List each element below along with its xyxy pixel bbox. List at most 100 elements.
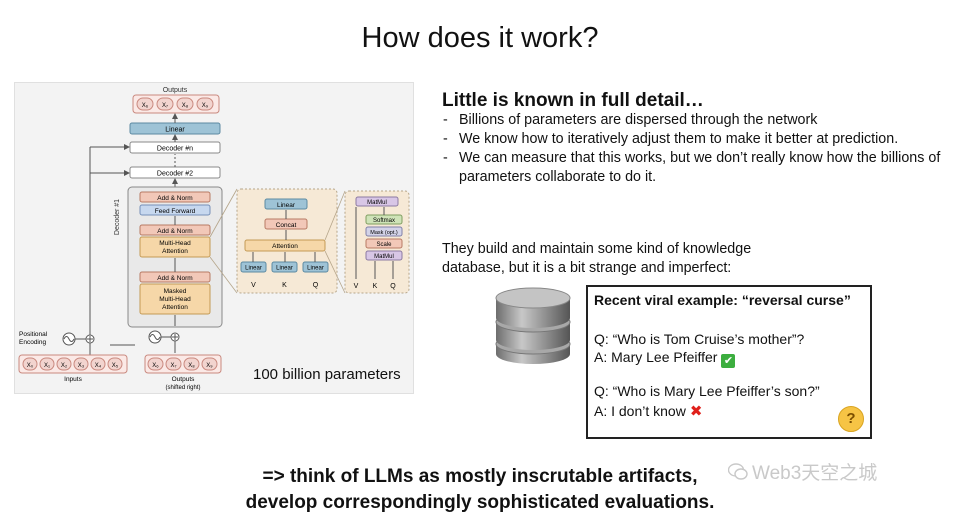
output-tokens: X₆ X₇ X₈ X₉ — [136, 97, 214, 111]
sdpa-matmul-top — [355, 196, 399, 207]
sdpa-mask-label: Mask (opt.) — [370, 230, 398, 236]
zoom2-k-label: K — [373, 283, 378, 290]
outputs-bottom-label: Outputs — [172, 376, 196, 383]
answer-2: A: I don’t know — [594, 403, 686, 419]
positional-label-2: Encoding — [19, 339, 46, 346]
sdpa-scale-label: Scale — [376, 242, 392, 248]
mha-label-2: Attention — [162, 248, 188, 255]
zoom1-q-label: Q — [313, 282, 319, 289]
wechat-icon — [728, 463, 748, 480]
zoom-concat-label: Concat — [276, 222, 297, 229]
decoder-2-label: Decoder #2 — [157, 171, 193, 178]
zoom1-v-label: V — [251, 282, 256, 289]
conclusion-line-2: develop correspondingly sophisticated ev… — [245, 492, 715, 513]
output-token — [156, 97, 174, 111]
bullet-item: We know how to iteratively adjust them t… — [442, 130, 947, 149]
conclusion: => think of LLMs as mostly inscrutable a… — [0, 464, 960, 516]
output-token-label: X₇ — [162, 103, 168, 109]
feed-forward-layer — [139, 204, 211, 216]
input-token-label: X₁ — [44, 363, 50, 369]
input-token — [56, 357, 72, 371]
zoom2-v-label: V — [354, 283, 359, 290]
shifted-tokens: X₆ X₇ X₈ X₉ — [147, 357, 218, 371]
answer-1: A: Mary Lee Pfeiffer — [594, 349, 718, 365]
sdpa-scale — [365, 238, 403, 249]
section-heading: Little is known in full detail… — [442, 90, 704, 111]
shifted-token-label: X₉ — [206, 363, 213, 369]
example-title: Recent viral example: “reversal curse” — [594, 292, 851, 308]
sdpa-softmax-label: Softmax — [373, 218, 395, 224]
answer-1-row: A: Mary Lee Pfeiffer✔ — [594, 349, 736, 368]
masked-label-2: Multi-Head — [159, 296, 191, 303]
shifted-token — [165, 357, 182, 371]
outputs-top-label: Outputs — [163, 87, 188, 94]
cross-mark-icon: ✖ — [689, 403, 703, 420]
input-token — [22, 357, 38, 371]
input-token — [90, 357, 106, 371]
shifted-token — [147, 357, 164, 371]
zoom-attention-label: Attention — [272, 243, 298, 250]
multi-head-attention-layer — [139, 236, 211, 258]
sdpa-matmul-bottom — [365, 250, 403, 261]
linear-label: Linear — [165, 127, 185, 134]
decoder-1-label: Decoder #1 — [114, 199, 121, 235]
question-1: Q: “Who is Tom Cruise’s mother”? — [594, 331, 805, 347]
shifted-token-row — [144, 354, 222, 374]
masked-label-1: Masked — [164, 288, 187, 295]
inputs-label: Inputs — [64, 376, 82, 383]
input-tokens: X₀ X₁ X₂ X₃ X₄ X₅ — [22, 357, 123, 371]
shifted-token-label: X₈ — [188, 363, 195, 369]
reversal-curse-example: Recent viral example: “reversal curse” Q… — [586, 285, 872, 439]
bullet-item: Billions of parameters are dispersed thr… — [442, 111, 947, 130]
output-token — [136, 97, 154, 111]
zoom-attention — [244, 239, 326, 252]
input-token — [73, 357, 89, 371]
watermark-text: Web3天空之城 — [752, 463, 878, 484]
zoom-linear-label: Linear — [245, 266, 262, 272]
input-token — [107, 357, 123, 371]
transformer-diagram: Outputs X₆ X₇ X₈ X₉ Linear Decoder #n De… — [14, 82, 414, 394]
knowledge-database-text: They build and maintain some kind of kno… — [442, 241, 752, 276]
output-token-label: X₉ — [202, 103, 209, 109]
output-token-label: X₆ — [142, 103, 149, 109]
zoom1-k-label: K — [282, 282, 287, 289]
sdpa-mask — [365, 226, 403, 237]
shifted-token-label: X₇ — [170, 363, 176, 369]
zoom-linear-top — [264, 198, 308, 210]
database-icon — [492, 282, 574, 368]
zoom-linear-label: Linear — [276, 266, 293, 272]
bullet-item: We can measure that this works, but we d… — [442, 149, 947, 187]
masked-label-3: Attention — [162, 304, 188, 311]
parameter-count-label: 100 billion parameters — [253, 366, 401, 383]
bullet-list: Billions of parameters are dispersed thr… — [442, 111, 947, 187]
decoder-n-label: Decoder #n — [157, 146, 193, 153]
shifted-token-label: X₆ — [152, 363, 159, 369]
masked-attention-layer — [139, 283, 211, 315]
positional-label-1: Positional — [19, 331, 48, 338]
check-mark-icon: ✔ — [721, 354, 736, 368]
transformer-svg: Outputs X₆ X₇ X₈ X₉ Linear Decoder #n De… — [18, 87, 410, 391]
input-token-label: X₂ — [61, 363, 68, 369]
sdpa-matmul-top-label: MatMul — [367, 200, 387, 206]
output-token — [176, 97, 194, 111]
shifted-token — [201, 357, 218, 371]
shifted-right-label: (shifted right) — [165, 385, 200, 391]
watermark: Web3天空之城 — [728, 458, 877, 485]
add-norm-label: Add & Norm — [157, 275, 192, 282]
sdpa-matmul-bottom-label: MatMul — [374, 254, 394, 260]
input-token-label: X₅ — [112, 363, 119, 369]
feed-forward-label: Feed Forward — [155, 208, 196, 215]
add-norm-label: Add & Norm — [157, 195, 192, 202]
input-token-label: X₀ — [27, 363, 34, 369]
shifted-token — [183, 357, 200, 371]
zoom2-q-label: Q — [390, 283, 396, 290]
input-token-label: X₄ — [95, 363, 102, 369]
question-2: Q: “Who is Mary Lee Pfeiffer’s son?” — [594, 383, 820, 399]
add-norm-layer — [139, 191, 211, 203]
zoom-linear-top-label: Linear — [277, 202, 296, 209]
input-token-label: X₃ — [78, 363, 85, 369]
add-norm-label: Add & Norm — [157, 228, 192, 235]
conclusion-line-1: => think of LLMs as mostly inscrutable a… — [262, 466, 698, 487]
answer-2-row: A: I don’t know✖ — [594, 402, 702, 420]
input-token — [39, 357, 55, 371]
